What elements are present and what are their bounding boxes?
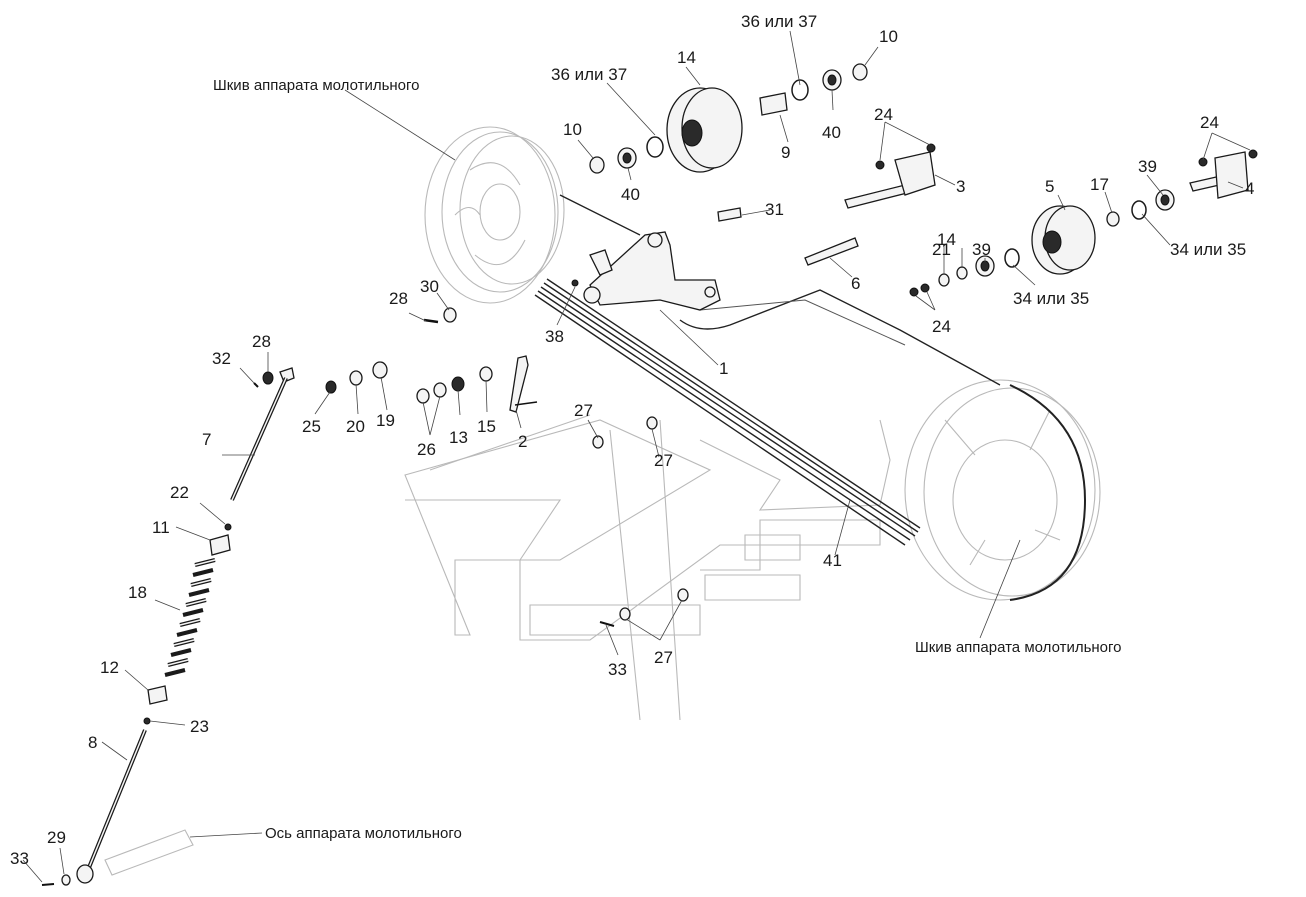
c-28-b: 28	[252, 332, 271, 351]
c-1: 1	[719, 359, 728, 378]
c-18: 18	[128, 583, 147, 602]
c-9: 9	[781, 143, 790, 162]
c-14-top: 14	[677, 48, 696, 67]
c-25: 25	[302, 417, 321, 436]
c-27-b: 27	[654, 451, 673, 470]
c-36-37-b: 36 или 37	[551, 65, 627, 84]
c-27-a: 27	[574, 401, 593, 420]
c-22: 22	[170, 483, 189, 502]
c-17: 17	[1090, 175, 1109, 194]
caption-axle: Ось аппарата молотильного	[265, 825, 462, 842]
c-10-b: 10	[563, 120, 582, 139]
captions: Шкив аппарата молотильного Шкив аппарата…	[213, 77, 1122, 842]
c-39-b: 39	[972, 240, 991, 259]
chassis-ghost	[404, 414, 891, 721]
spring-18	[164, 558, 216, 677]
caption-pulley-bottom: Шкив аппарата молотильного	[915, 639, 1122, 656]
c-7: 7	[202, 430, 211, 449]
pulley-top-left	[424, 126, 565, 304]
c-24-b: 24	[1200, 113, 1219, 132]
c-24-a: 24	[874, 105, 893, 124]
drive-belt	[534, 194, 1001, 546]
leader-lines	[22, 30, 1251, 883]
c-13: 13	[449, 428, 468, 447]
c-33-a: 33	[608, 660, 627, 679]
c-6: 6	[851, 274, 860, 293]
c-24-c: 24	[932, 317, 951, 336]
c-27-c: 27	[654, 648, 673, 667]
c-21: 21	[932, 240, 951, 259]
c-34-35-a: 34 или 35	[1170, 240, 1246, 259]
idler-pulley-14	[666, 87, 743, 173]
c-26: 26	[417, 440, 436, 459]
c-23: 23	[190, 717, 209, 736]
small-parts	[325, 63, 1258, 627]
c-31: 31	[765, 200, 784, 219]
c-4: 4	[1245, 179, 1254, 198]
pulley-bottom-right	[904, 379, 1101, 601]
c-32: 32	[212, 349, 231, 368]
c-5: 5	[1045, 177, 1054, 196]
c-11: 11	[152, 518, 170, 537]
c-8: 8	[88, 733, 97, 752]
idler-pulley-5	[1031, 205, 1096, 275]
c-36-37-a: 36 или 37	[741, 12, 817, 31]
c-2: 2	[518, 432, 527, 451]
caption-pulley-top: Шкив аппарата молотильного	[213, 77, 420, 94]
c-40-a: 40	[822, 123, 841, 142]
c-14-mid: 14	[937, 230, 956, 249]
c-19: 19	[376, 411, 395, 430]
c-38: 38	[545, 327, 564, 346]
callout-labels: 36 или 37 36 или 37 14 10 10 40 40 9 24 …	[10, 12, 1254, 868]
c-15: 15	[477, 417, 496, 436]
tension-rod-assembly	[41, 367, 295, 886]
c-3: 3	[956, 177, 965, 196]
c-29: 29	[47, 828, 66, 847]
c-10-a: 10	[879, 27, 898, 46]
tensioner-bracket	[583, 231, 721, 311]
c-39-a: 39	[1138, 157, 1157, 176]
c-40-b: 40	[621, 185, 640, 204]
c-20: 20	[346, 417, 365, 436]
c-34-35-b: 34 или 35	[1013, 289, 1089, 308]
c-33-b: 33	[10, 849, 29, 868]
c-12: 12	[100, 658, 119, 677]
c-28-a: 28	[389, 289, 408, 308]
c-30: 30	[420, 277, 439, 296]
c-41: 41	[823, 551, 842, 570]
